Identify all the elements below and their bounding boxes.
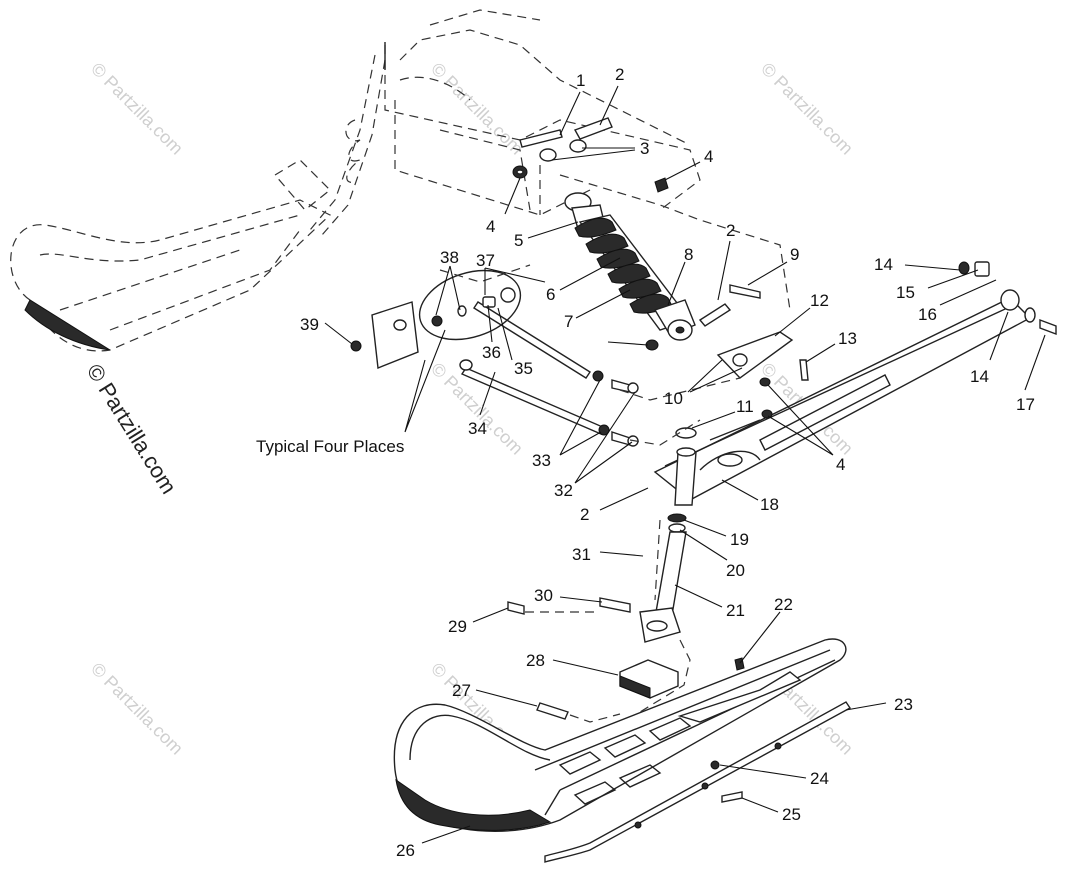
- callout-11: 11: [736, 397, 754, 416]
- callout-27: 27: [452, 681, 471, 700]
- callout-14: 14: [970, 367, 989, 386]
- callout-2: 2: [580, 505, 589, 524]
- watermark-tile: © Partzilla.com: [87, 659, 187, 759]
- callout-26: 26: [396, 841, 415, 860]
- callout-2: 2: [615, 65, 624, 84]
- callout-14: 14: [874, 255, 893, 274]
- callout-34: 34: [468, 419, 487, 438]
- callout-17: 17: [1016, 395, 1035, 414]
- callout-8: 8: [684, 245, 693, 264]
- a-arm-rods: [459, 301, 639, 447]
- callout-5: 5: [514, 231, 523, 250]
- callout-4: 4: [486, 217, 495, 236]
- ghost-shock-left: [274, 42, 386, 236]
- callout-28: 28: [526, 651, 545, 670]
- watermark-tile: © Partzilla.com: [87, 59, 187, 159]
- right-hardware: [958, 261, 1057, 336]
- shock-absorber: [564, 192, 696, 341]
- upper-bolts: [512, 117, 669, 193]
- callout-7: 7: [564, 312, 573, 331]
- callout-2: 2: [726, 221, 735, 240]
- watermark-side: © Partzilla.com: [82, 359, 182, 498]
- callout-16: 16: [918, 305, 937, 324]
- callout-4: 4: [836, 455, 845, 474]
- callout-33: 33: [532, 451, 551, 470]
- callout-29: 29: [448, 617, 467, 636]
- callout-6: 6: [546, 285, 555, 304]
- callout-22: 22: [774, 595, 793, 614]
- callout-32: 32: [554, 481, 573, 500]
- typical-four-places-caption: Typical Four Places: [256, 437, 404, 456]
- callout-3: 3: [640, 139, 649, 158]
- callout-9: 9: [790, 245, 799, 264]
- callout-38: 38: [440, 248, 459, 267]
- callout-1: 1: [576, 71, 585, 90]
- callout-12: 12: [810, 291, 829, 310]
- callout-25: 25: [782, 805, 801, 824]
- callout-37: 37: [476, 251, 495, 270]
- callout-labels: 1 2 3 4 4 5 6 7 8 2 9 12 13 14 15 16 14 …: [300, 65, 1035, 860]
- ghost-ski-left: [10, 199, 332, 352]
- callout-10: 10: [664, 389, 683, 408]
- callout-30: 30: [534, 586, 553, 605]
- callout-4: 4: [704, 147, 713, 166]
- watermark-tile: © Partzilla.com: [757, 59, 857, 159]
- callout-21: 21: [726, 601, 745, 620]
- hidden-lines: [439, 165, 791, 713]
- callout-39: 39: [300, 315, 319, 334]
- callout-35: 35: [514, 359, 533, 378]
- callout-13: 13: [838, 329, 857, 348]
- ghost-frame-top: [384, 9, 701, 216]
- callout-18: 18: [760, 495, 779, 514]
- ski-saddle: [507, 597, 679, 699]
- shock-bracket: [645, 284, 809, 419]
- callout-20: 20: [726, 561, 745, 580]
- callout-23: 23: [894, 695, 913, 714]
- watermark-tile: © Partzilla.com: [427, 59, 527, 159]
- spindle-shaft: [639, 427, 697, 643]
- bushing-kit: [350, 269, 522, 369]
- callout-15: 15: [896, 283, 915, 302]
- callout-36: 36: [482, 343, 501, 362]
- ski: [393, 638, 852, 863]
- callout-19: 19: [730, 530, 749, 549]
- leader-lines: [324, 85, 1046, 844]
- callout-24: 24: [810, 769, 829, 788]
- callout-31: 31: [572, 545, 591, 564]
